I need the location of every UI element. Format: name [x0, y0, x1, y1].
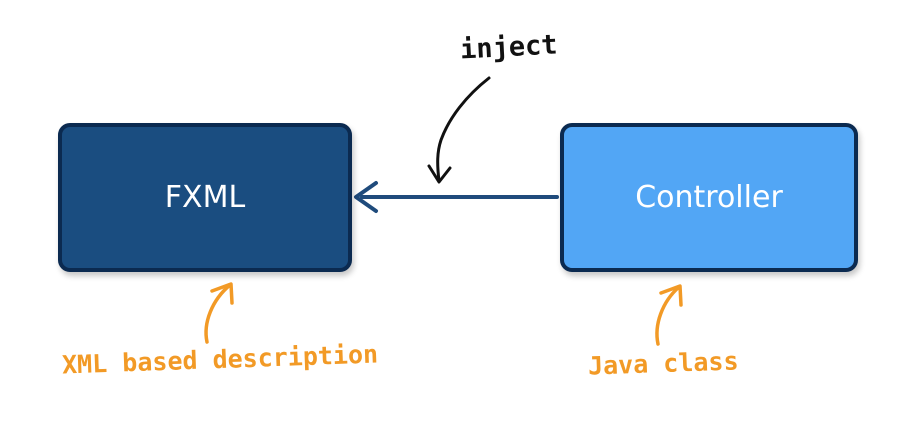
- java-note-arrowhead: [659, 284, 683, 307]
- xml-note-arrow: [204, 283, 232, 344]
- controller-annotation: Java class: [587, 346, 739, 381]
- xml-note-arrowhead: [210, 282, 234, 305]
- fxml-node-label: FXML: [164, 180, 246, 215]
- controller-node: Controller: [560, 123, 858, 272]
- java-note-arrow: [655, 285, 681, 346]
- inject-edge-arrowhead: [354, 181, 378, 213]
- fxml-node: FXML: [58, 123, 352, 272]
- inject-pointer-arrowhead: [427, 164, 452, 184]
- inject-edge-label: inject: [459, 29, 559, 66]
- inject-pointer-arrow: [436, 76, 491, 183]
- controller-node-label: Controller: [635, 180, 783, 215]
